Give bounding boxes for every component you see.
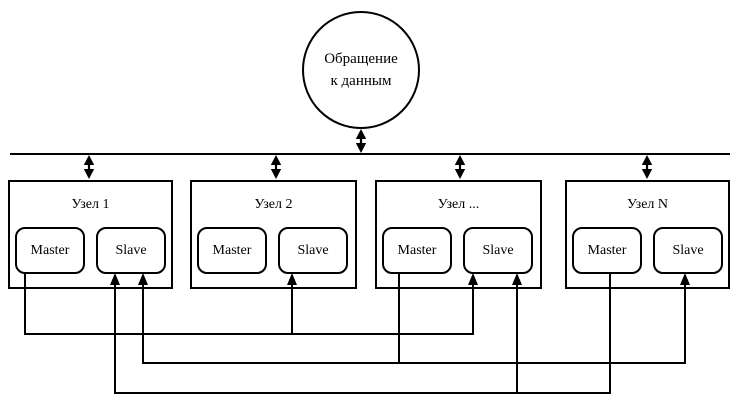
node-2-master-label: Master xyxy=(212,242,252,258)
node-4-master-box: Master xyxy=(572,227,642,274)
replication-connector-master4 xyxy=(110,273,611,394)
node-1-label: Узел 1 xyxy=(71,197,110,212)
node-4-slave-box: Slave xyxy=(653,227,723,274)
data-access-circle: Обращение к данным xyxy=(302,11,420,129)
node-3-slave-label: Slave xyxy=(482,242,514,258)
bidirectional-arrow-icon xyxy=(453,153,467,181)
bidirectional-arrow-icon xyxy=(640,153,654,181)
node-1: Узел 1 Master Slave xyxy=(8,180,173,289)
node-1-slave-box: Slave xyxy=(96,227,166,274)
node-2-label: Узел 2 xyxy=(254,197,293,212)
bidirectional-arrow-icon xyxy=(269,153,283,181)
circle-text-line1: Обращение xyxy=(324,51,398,67)
node-2-master-box: Master xyxy=(197,227,267,274)
node-4-label: Узел N xyxy=(626,197,669,212)
node-1-master-box: Master xyxy=(15,227,85,274)
node-3: Узел ... Master Slave xyxy=(375,180,542,289)
node-4: Узел N Master Slave xyxy=(565,180,730,289)
node-3-label: Узел ... xyxy=(437,197,480,212)
node-3-slave-box: Slave xyxy=(463,227,533,274)
circle-text-line2: к данным xyxy=(330,73,392,89)
node-2: Узел 2 Master Slave xyxy=(190,180,357,289)
node-1-slave-label: Slave xyxy=(115,242,147,258)
node-2-slave-box: Slave xyxy=(278,227,348,274)
node-1-master-label: Master xyxy=(30,242,70,258)
node-4-master-label: Master xyxy=(587,242,627,258)
node-3-master-label: Master xyxy=(397,242,437,258)
node-4-slave-label: Slave xyxy=(672,242,704,258)
bidirectional-arrow-icon xyxy=(82,153,96,181)
node-2-slave-label: Slave xyxy=(297,242,329,258)
node-3-master-box: Master xyxy=(382,227,452,274)
bidirectional-arrow-icon xyxy=(354,127,368,155)
